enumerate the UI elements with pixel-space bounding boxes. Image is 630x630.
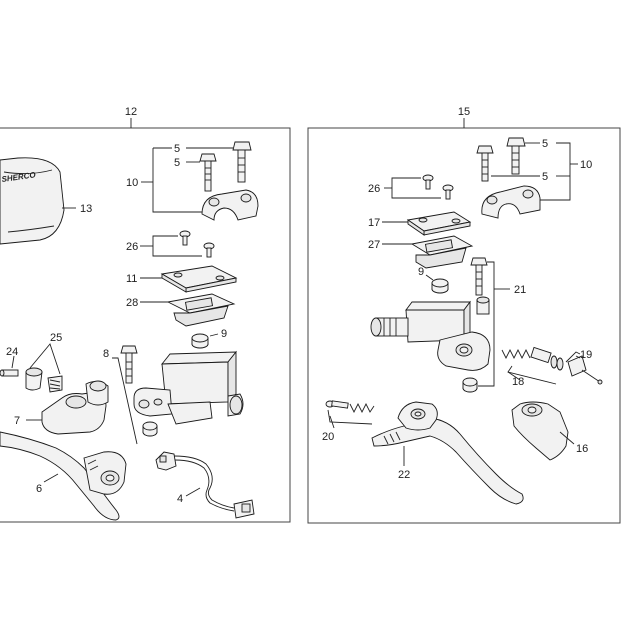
part-7-mount: 7 bbox=[14, 380, 109, 435]
part-9-float-right: 9 bbox=[418, 266, 449, 294]
label-10: 10 bbox=[126, 177, 138, 189]
part-17-lid: 17 bbox=[368, 211, 472, 236]
label-5a: 5 bbox=[174, 143, 180, 155]
part-26-screws-right: 26 bbox=[368, 174, 454, 200]
label-r5a: 5 bbox=[542, 138, 548, 150]
part-20-pin: 20 bbox=[322, 400, 375, 443]
part-22-lever: 22 bbox=[371, 401, 524, 505]
right-panel: 15 5 5 10 bbox=[307, 106, 621, 524]
part-16-guard: 16 bbox=[511, 401, 588, 461]
part-28-diaphragm: 28 bbox=[126, 293, 236, 327]
label-9: 9 bbox=[221, 328, 227, 340]
label-r17: 17 bbox=[368, 217, 380, 229]
label-8: 8 bbox=[103, 348, 109, 360]
label-r5b: 5 bbox=[542, 171, 548, 183]
left-panel: 12 SHERCO 13 5 5 bbox=[0, 106, 291, 523]
label-r18: 18 bbox=[512, 376, 524, 388]
label-r20: 20 bbox=[322, 431, 334, 443]
part-21-bolt: 21 bbox=[462, 257, 526, 393]
part-9-float: 9 bbox=[191, 328, 227, 349]
left-panel-frame bbox=[0, 127, 291, 523]
label-26: 26 bbox=[126, 241, 138, 253]
part-13-cover: SHERCO 13 bbox=[0, 157, 92, 245]
part-11-lid: 11 bbox=[126, 265, 238, 293]
part-19-rod: 19 bbox=[565, 349, 603, 385]
part-4-switch: 4 bbox=[155, 451, 255, 519]
label-13: 13 bbox=[80, 203, 92, 215]
label-r21: 21 bbox=[514, 284, 526, 296]
label-6: 6 bbox=[36, 483, 42, 495]
left-panel-title: 12 bbox=[125, 106, 137, 118]
label-r10: 10 bbox=[580, 159, 592, 171]
label-r19: 19 bbox=[580, 349, 592, 361]
part-5-bolts: 5 5 bbox=[174, 141, 252, 192]
part-5-bolts-right: 5 5 bbox=[476, 137, 548, 183]
label-11: 11 bbox=[126, 273, 137, 285]
label-r16: 16 bbox=[576, 443, 588, 455]
master-cylinder-right bbox=[370, 300, 491, 371]
label-r26: 26 bbox=[368, 183, 380, 195]
master-cylinder-left bbox=[133, 350, 244, 425]
label-25: 25 bbox=[50, 332, 62, 344]
label-r9: 9 bbox=[418, 266, 424, 278]
label-r27: 27 bbox=[368, 239, 380, 251]
part-27-diaphragm: 27 bbox=[368, 235, 474, 269]
right-panel-title: 15 bbox=[458, 106, 470, 118]
label-5b: 5 bbox=[174, 157, 180, 169]
label-7: 7 bbox=[14, 415, 20, 427]
part-8-bolt: 8 bbox=[103, 345, 158, 445]
part-10-clamp: 10 bbox=[126, 147, 259, 221]
part-10-clamp-right: 10 bbox=[481, 142, 592, 219]
part-26-screws: 26 bbox=[126, 230, 215, 258]
part-18-spring: 18 bbox=[501, 346, 564, 388]
label-24: 24 bbox=[6, 346, 18, 358]
part-24-pin: 24 bbox=[0, 346, 19, 377]
label-28: 28 bbox=[126, 297, 138, 309]
label-4: 4 bbox=[177, 493, 183, 505]
part-6-lever: 6 bbox=[0, 431, 127, 521]
part-25-boot: 25 bbox=[25, 332, 63, 393]
label-r22: 22 bbox=[398, 469, 410, 481]
